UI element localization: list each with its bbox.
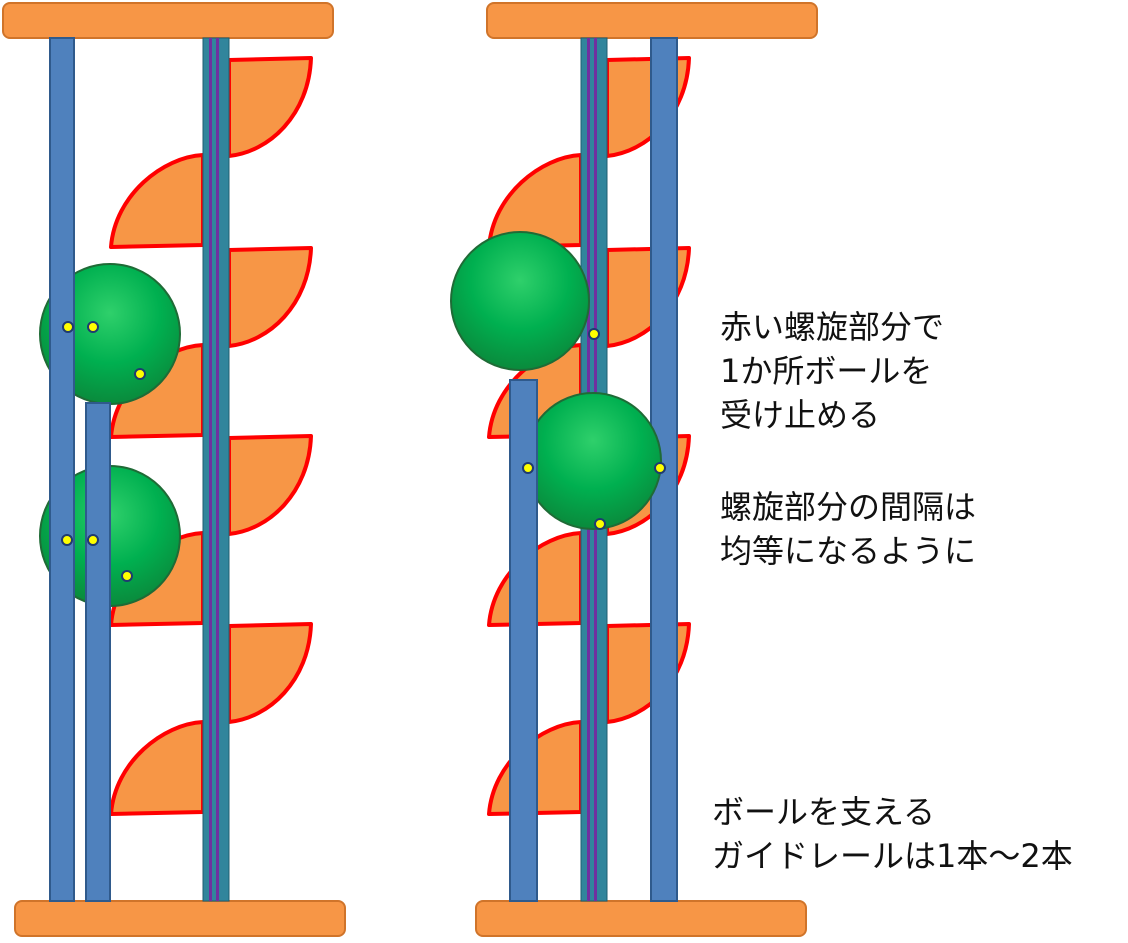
left-spiral-left-lobe-4 — [109, 720, 205, 816]
left-spiral-right-lobe-3 — [227, 434, 313, 536]
left-spiral-right-lobe-4 — [227, 622, 313, 724]
left-pin-4 — [61, 534, 73, 546]
left-pin-6 — [121, 570, 133, 582]
left-spiral-right-lobe-1 — [227, 56, 313, 158]
right-ball-upper — [450, 231, 590, 371]
left-spiral-shaft-line-b — [216, 38, 219, 901]
annotation-spiral-spacing: 螺旋部分の間隔は 均等になるように — [720, 488, 977, 570]
right-pin-1 — [588, 328, 600, 340]
right-guide-rail-single — [509, 379, 538, 902]
left-spiral-left-lobe-1 — [109, 153, 205, 249]
left-guide-rail-outer — [49, 37, 75, 902]
annotation-guide-rails: ボールを支える ガイドレールは1本～2本 — [712, 793, 1073, 875]
left-pin-3 — [134, 368, 146, 380]
right-pin-4 — [594, 518, 606, 530]
annotation-spiral-stop: 赤い螺旋部分で 1か所ボールを 受け止める — [720, 308, 945, 434]
left-top-plate — [2, 2, 334, 39]
left-bottom-plate — [14, 900, 346, 937]
right-bottom-plate — [475, 900, 807, 937]
right-pin-2 — [522, 462, 534, 474]
right-pin-3 — [654, 462, 666, 474]
left-pin-2 — [87, 321, 99, 333]
left-pin-5 — [87, 534, 99, 546]
right-top-plate — [486, 2, 818, 39]
left-spiral-shaft-line-a — [209, 38, 212, 901]
left-pin-1 — [62, 321, 74, 333]
left-guide-rail-inner — [85, 402, 111, 902]
right-ball-lower — [524, 392, 662, 530]
left-spiral-right-lobe-2 — [227, 246, 313, 348]
